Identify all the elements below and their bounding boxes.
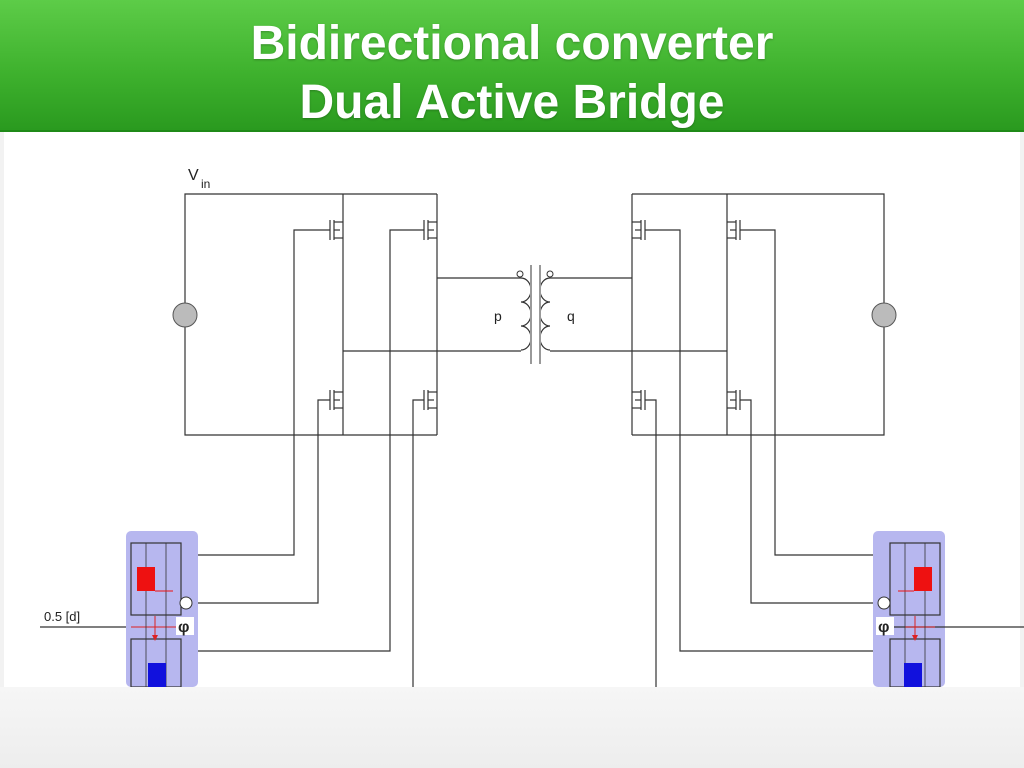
mosfet-q3 (329, 390, 343, 410)
left-blue-pulse-icon (148, 663, 166, 687)
mosfet-q6 (727, 220, 741, 240)
left-inverter-icon (179, 596, 193, 610)
primary-dot-icon (516, 270, 524, 278)
slide-footer (0, 687, 1024, 768)
secondary-mosfets (632, 220, 741, 410)
vin-subscript: in (201, 177, 210, 191)
dab-schematic: V in (40, 167, 1024, 687)
right-inverter-icon (877, 596, 891, 610)
primary-mosfets (329, 220, 437, 410)
secondary-winding (539, 277, 551, 351)
right-pulse-gen-top (889, 542, 941, 616)
mosfet-q5 (632, 220, 646, 240)
right-red-pulse-icon (914, 567, 932, 591)
mosfet-q8 (727, 390, 741, 410)
secondary-dot-icon (546, 270, 554, 278)
secondary-label: q (567, 308, 575, 324)
slide-header: Bidirectional converter Dual Active Brid… (0, 0, 1024, 132)
primary-winding (520, 277, 532, 351)
vin-source-icon (172, 302, 198, 328)
left-red-pulse-icon (137, 567, 155, 591)
mosfet-q7 (632, 390, 646, 410)
slide-title-line1: Bidirectional converter (250, 17, 774, 70)
vout-source-icon (871, 302, 897, 328)
vin-label: V (188, 167, 199, 184)
secondary-bridge-wiring (550, 193, 890, 687)
transformer: p q (494, 265, 575, 364)
slide-right-border (1020, 132, 1024, 687)
right-pwm-controller: φ (873, 531, 1024, 687)
slide-left-border (0, 132, 4, 687)
primary-bridge-wiring (180, 193, 521, 687)
primary-label: p (494, 308, 502, 324)
slide-title-line2: Dual Active Bridge (299, 76, 725, 129)
mosfet-q4 (423, 390, 437, 410)
left-pwm-controller: φ (126, 531, 198, 687)
mosfet-q2 (423, 220, 437, 240)
mosfet-q1 (329, 220, 343, 240)
right-blue-pulse-icon (904, 663, 922, 687)
left-phase-symbol: φ (178, 619, 189, 636)
left-pulse-gen-top (130, 542, 182, 616)
duty-label: 0.5 [d] (44, 609, 80, 624)
right-phase-symbol: φ (878, 619, 889, 636)
